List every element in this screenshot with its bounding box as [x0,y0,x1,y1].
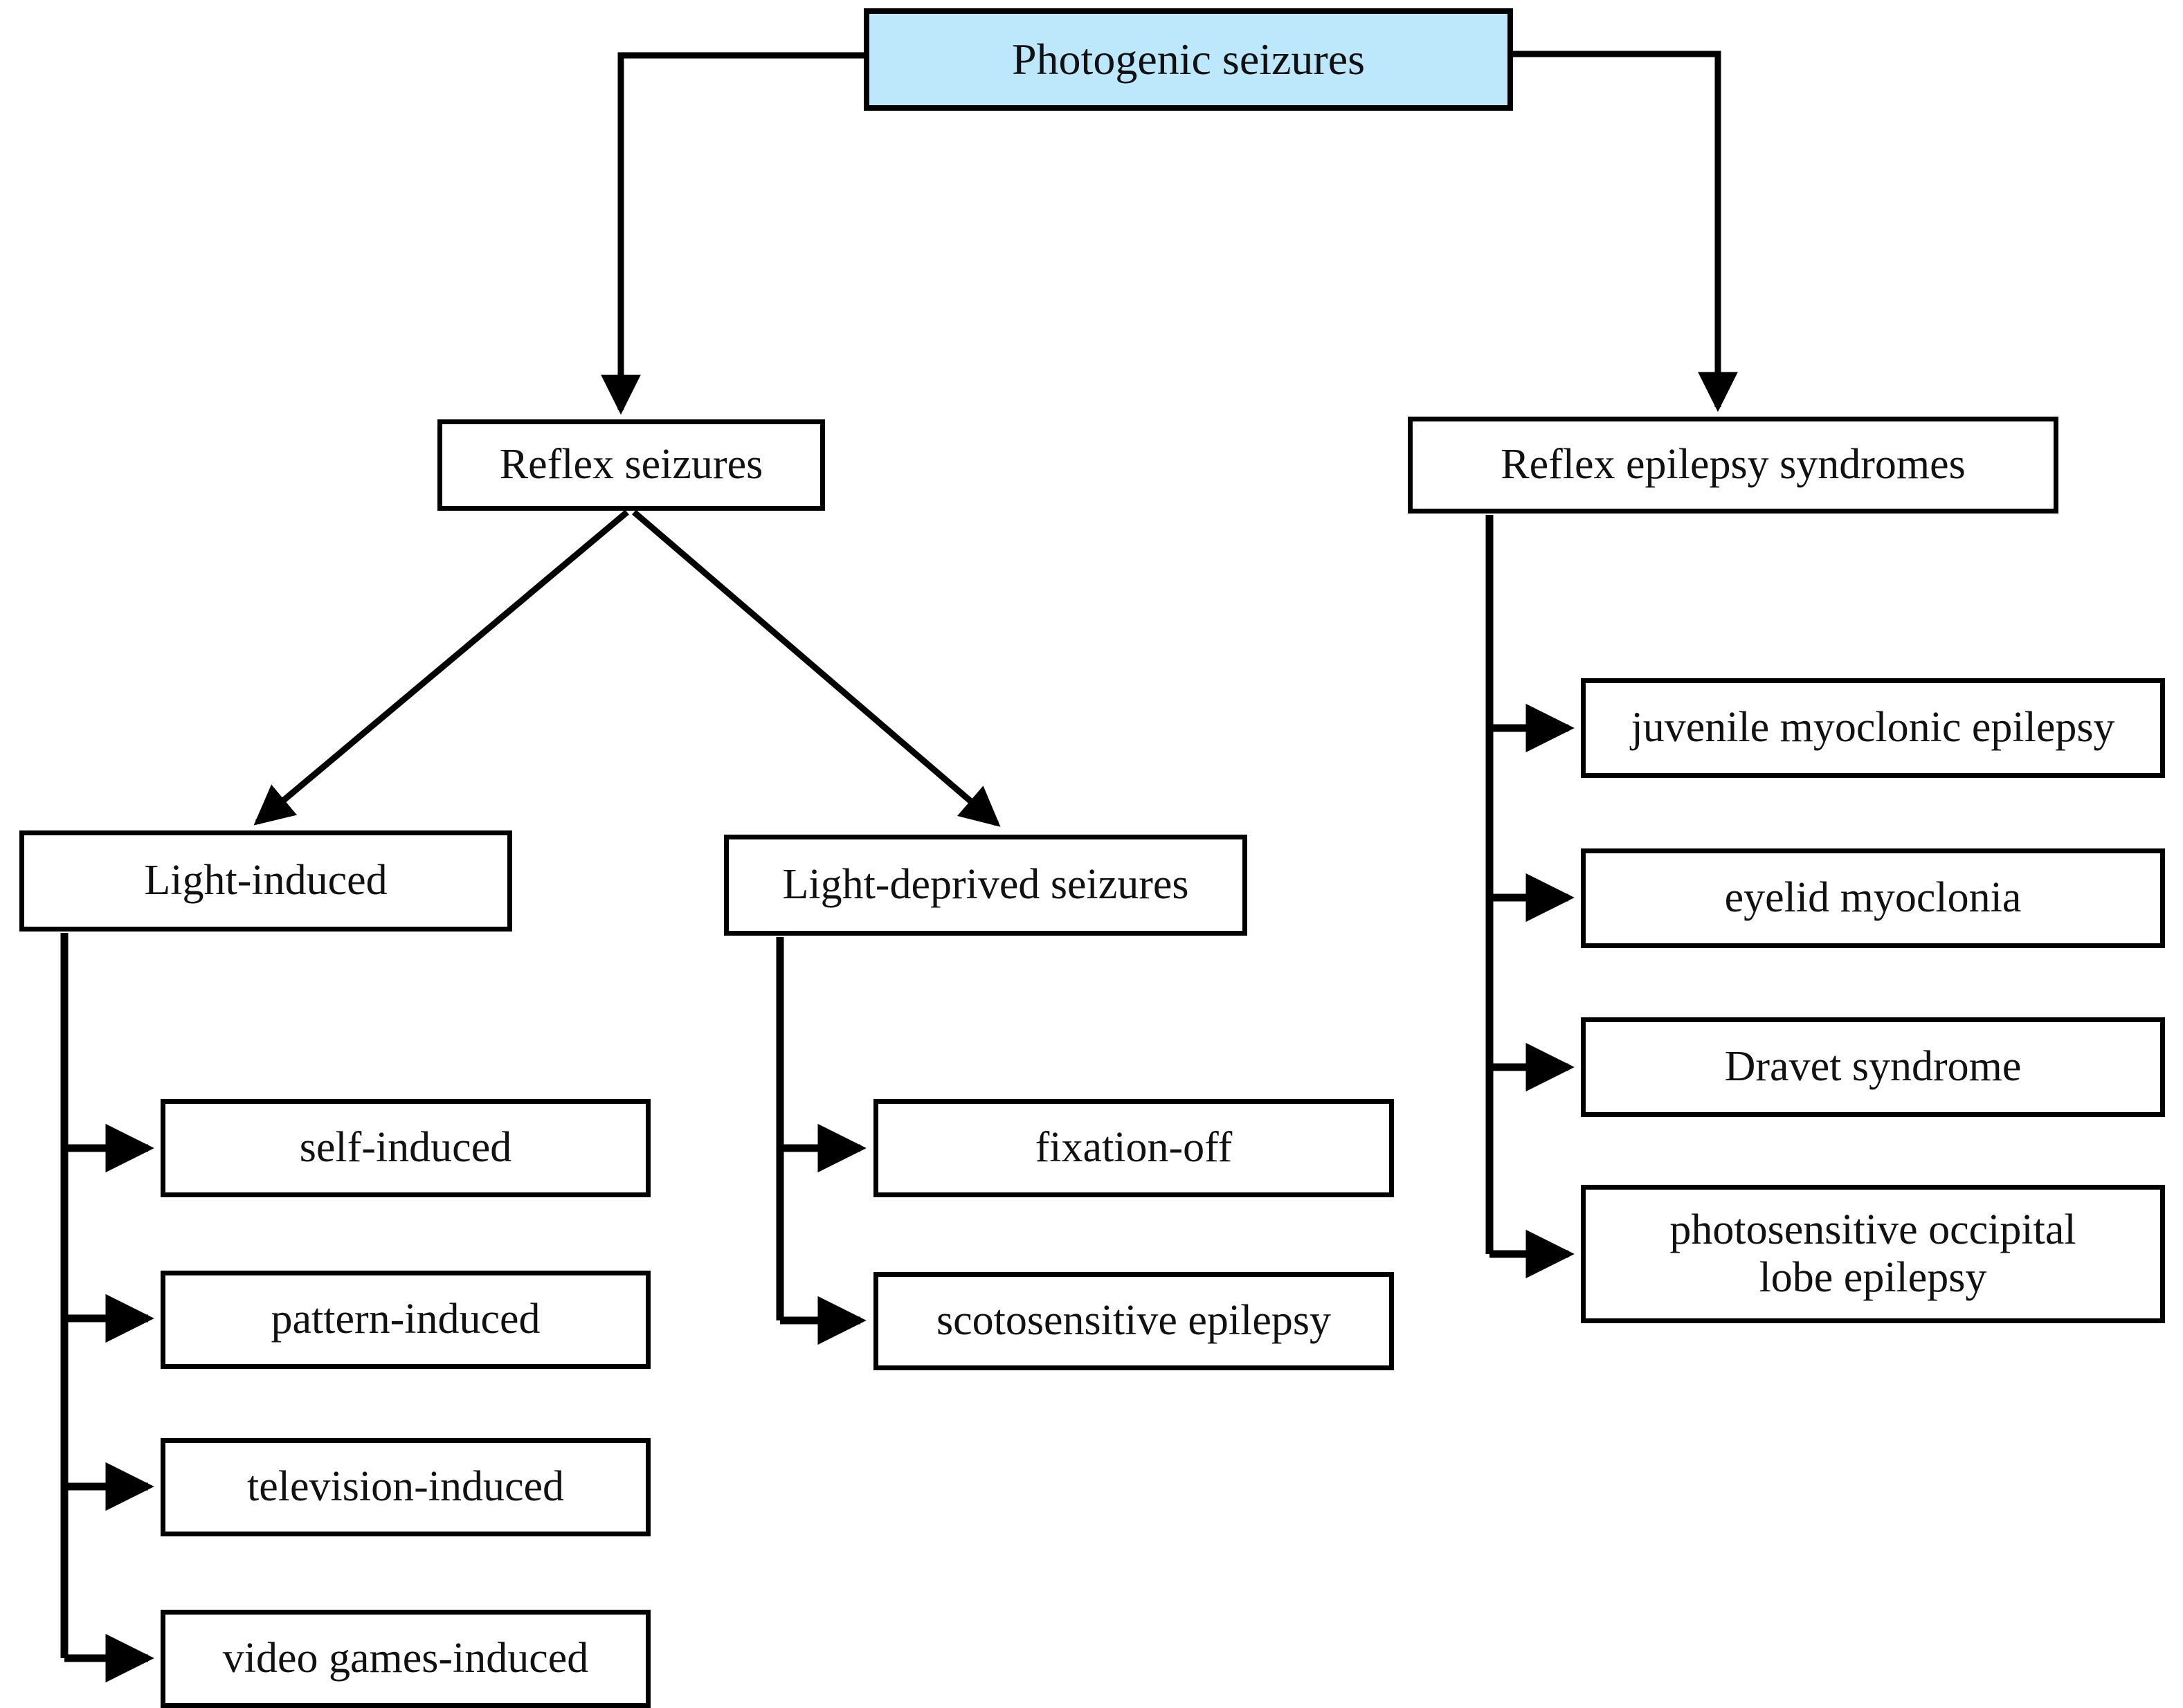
node-eyelid-myoclonia[interactable]: eyelid myoclonia [1581,848,2165,948]
connector-root-to-reflex-seizures [601,52,864,415]
node-dravet-syndrome[interactable]: Dravet syndrome [1581,1017,2165,1117]
node-label-video-games-induced: video games-induced [222,1635,589,1682]
node-label-eyelid-myoclonia: eyelid myoclonia [1724,874,2022,922]
connector-reflex-seizures-to-light-deprived [632,509,1001,827]
node-label-reflex-epilepsy-syndromes: Reflex epilepsy syndromes [1501,441,1966,489]
node-photogenic-seizures[interactable]: Photogenic seizures [864,8,1513,111]
node-juvenile-myoclonic-epilepsy[interactable]: juvenile myoclonic epilepsy [1581,678,2165,778]
node-photosensitive-occipital-lobe-epilepsy[interactable]: photosensitive occipital lobe epilepsy [1581,1185,2165,1323]
node-pattern-induced[interactable]: pattern-induced [161,1271,651,1369]
node-label-reflex-seizures: Reflex seizures [499,441,763,489]
node-label-photogenic-seizures: Photogenic seizures [1011,35,1366,84]
node-reflex-epilepsy-syndromes[interactable]: Reflex epilepsy syndromes [1408,417,2058,514]
node-fixation-off[interactable]: fixation-off [873,1099,1394,1197]
node-label-juvenile-myoclonic-epilepsy: juvenile myoclonic epilepsy [1631,704,2115,752]
node-label-scotosensitive-epilepsy: scotosensitive epilepsy [936,1297,1331,1345]
node-self-induced[interactable]: self-induced [161,1099,651,1197]
node-label-self-induced: self-induced [299,1124,512,1172]
node-scotosensitive-epilepsy[interactable]: scotosensitive epilepsy [873,1272,1394,1370]
node-label-pattern-induced: pattern-induced [271,1296,541,1343]
node-light-deprived-seizures[interactable]: Light-deprived seizures [724,835,1247,936]
node-label-light-deprived-seizures: Light-deprived seizures [782,861,1189,909]
node-television-induced[interactable]: television-induced [161,1438,651,1536]
node-label-light-induced: Light-induced [144,857,388,905]
node-light-induced[interactable]: Light-induced [19,830,512,932]
node-label-fixation-off: fixation-off [1035,1124,1233,1172]
node-label-dravet-syndrome: Dravet syndrome [1724,1043,2022,1091]
connector-reflex-seizures-to-light-induced [253,509,629,826]
node-video-games-induced[interactable]: video games-induced [161,1610,651,1708]
node-label-television-induced: television-induced [247,1463,564,1511]
node-label-photosensitive-occipital-lobe-epilepsy: photosensitive occipital lobe epilepsy [1669,1206,2076,1301]
node-reflex-seizures[interactable]: Reflex seizures [437,419,825,511]
connector-root-to-reflex-epilepsy-syndromes [1513,51,1738,412]
